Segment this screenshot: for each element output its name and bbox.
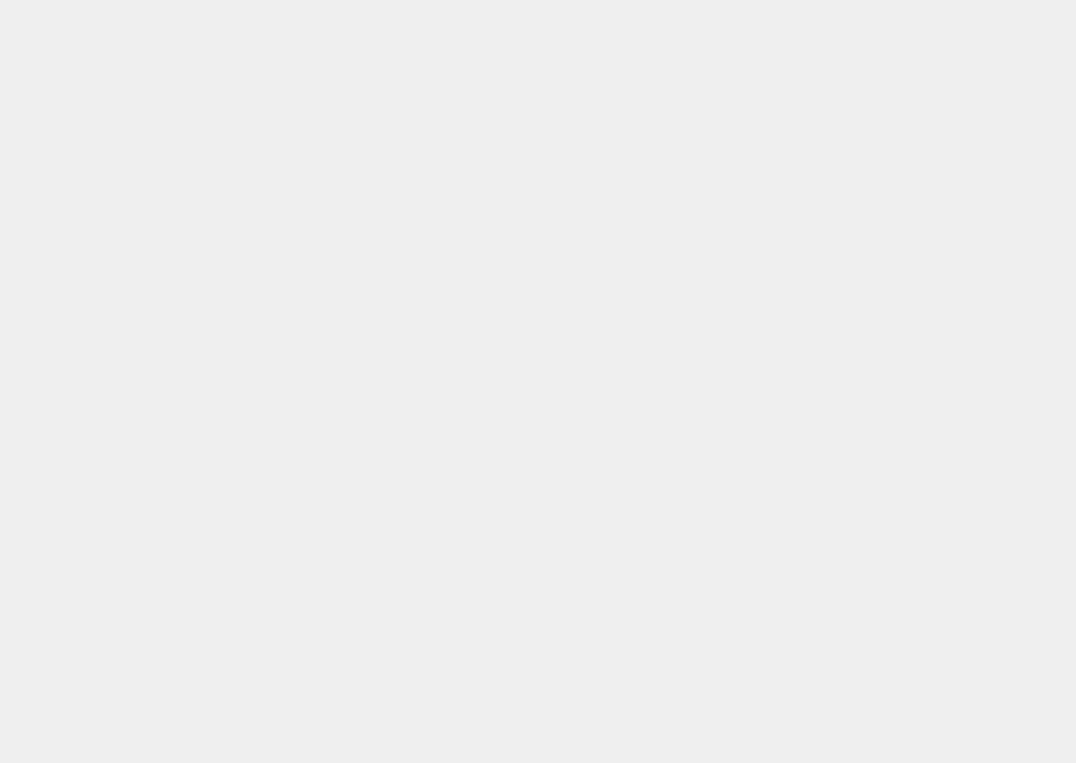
blank-screen xyxy=(0,0,1076,763)
